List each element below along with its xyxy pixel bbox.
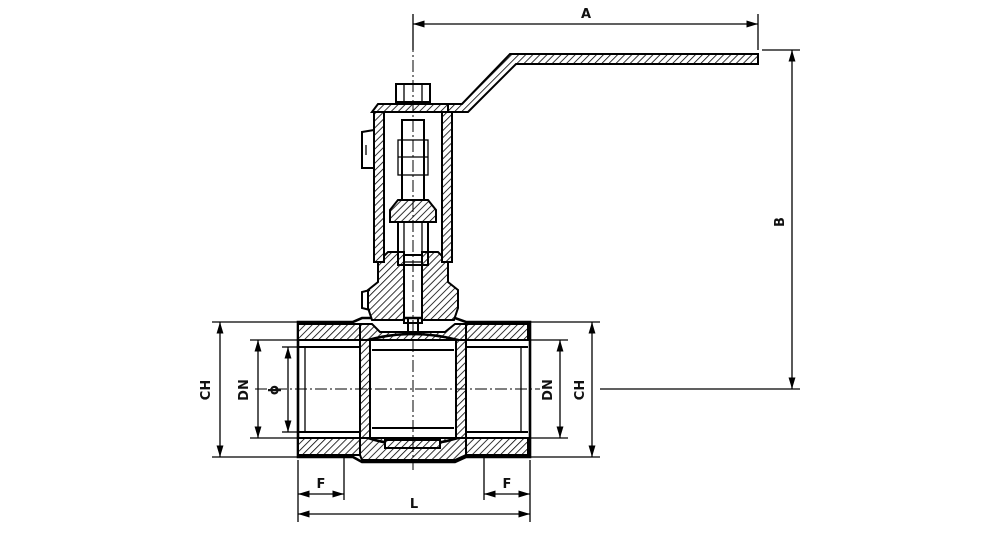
dimension-lines (212, 14, 800, 522)
dimension-label-dn-left: DN (237, 379, 252, 401)
dimension-label-b: B (773, 217, 788, 227)
dimension-label-f-right: F (503, 477, 512, 492)
dimension-label-a: A (581, 7, 591, 22)
dimension-label-ch-right: CH (573, 380, 588, 400)
dimension-label-phi: ϕ (267, 385, 282, 395)
valve-stem-assembly (361, 83, 459, 333)
valve-handle (447, 53, 759, 113)
dimension-label-ch-left: CH (199, 380, 214, 400)
dimension-label-l: L (410, 497, 418, 512)
dimension-label-f-left: F (317, 477, 326, 492)
dimension-label-dn-right: DN (541, 379, 556, 401)
